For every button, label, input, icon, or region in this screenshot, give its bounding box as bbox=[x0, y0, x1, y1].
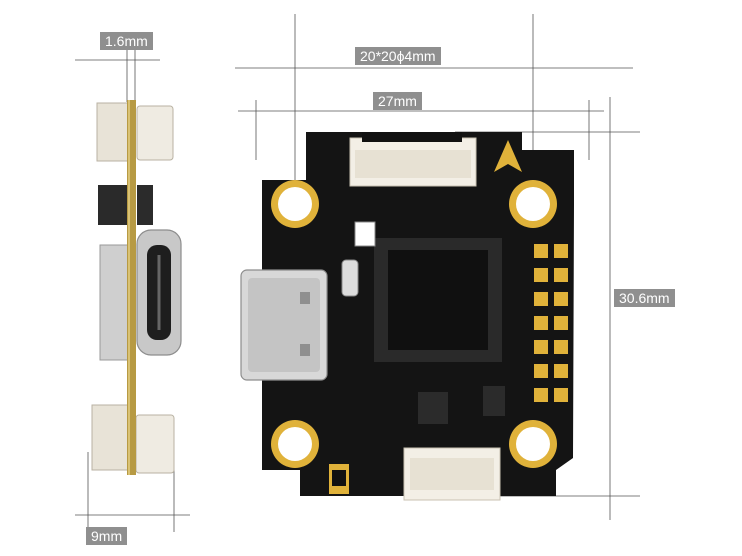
solder-pads bbox=[534, 244, 568, 402]
dimension-label-thickness: 1.6mm bbox=[100, 32, 153, 50]
side-view-board bbox=[91, 100, 182, 475]
dimension-label-mount-pattern: 20*20ϕ4mm bbox=[355, 47, 441, 65]
dimension-label-width: 27mm bbox=[373, 92, 422, 110]
mount-holes bbox=[271, 180, 557, 468]
dimension-label-side-depth: 9mm bbox=[86, 527, 128, 545]
dimension-lines bbox=[75, 14, 640, 532]
dimension-label-height: 30.6mm bbox=[614, 289, 675, 307]
flight-controller-board bbox=[240, 132, 574, 501]
direction-arrow-icon bbox=[494, 140, 522, 172]
usb-c-connector bbox=[240, 269, 328, 381]
